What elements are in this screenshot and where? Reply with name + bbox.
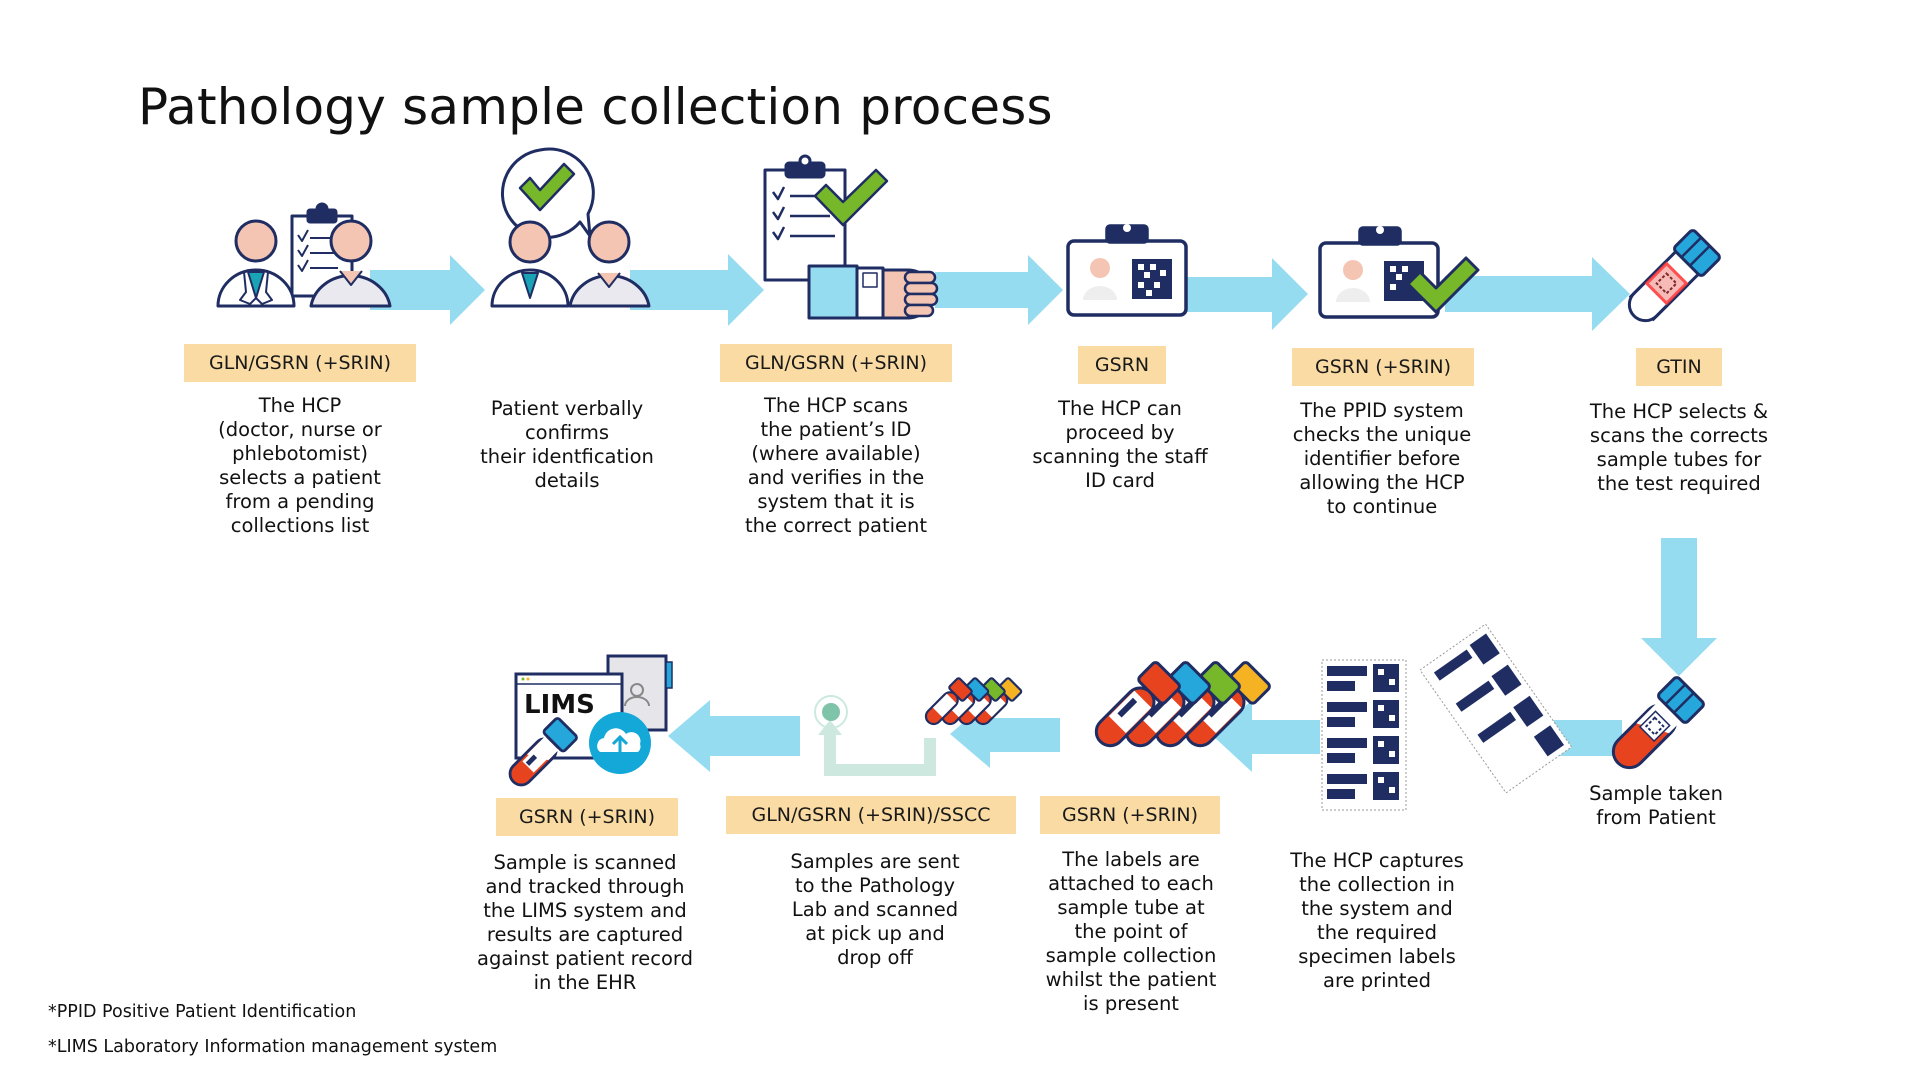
lims-icon-text: LIMS <box>524 690 595 720</box>
arrow-5-6 <box>1445 257 1630 331</box>
arrow-4-5 <box>1185 258 1308 330</box>
clipboard-wristband-icon <box>763 154 939 320</box>
footnote-ppid: *PPID Positive Patient Identification <box>48 1002 357 1022</box>
step-9-tag: GSRN (+SRIN) <box>1040 796 1220 834</box>
step-5-tag: GSRN (+SRIN) <box>1292 348 1474 386</box>
arrow-3-4 <box>935 255 1063 325</box>
labelled-tubes-icon <box>1094 661 1271 748</box>
hcp-patient-clipboard-icon <box>216 202 392 308</box>
specimen-labels-icon <box>1321 623 1573 811</box>
staff-id-card-icon <box>1066 224 1188 317</box>
step-4-tag: GSRN <box>1078 346 1166 384</box>
id-card-check-icon <box>1318 226 1480 319</box>
step-3-tag: GLN/GSRN (+SRIN) <box>720 344 952 382</box>
arrow-10-11 <box>668 700 800 772</box>
speech-bubble-check-icon <box>490 147 651 308</box>
arrow-6-7 <box>1641 538 1717 676</box>
page-title: Pathology sample collection process <box>138 78 1053 136</box>
step-10-tag: GLN/GSRN (+SRIN)/SSCC <box>726 796 1016 834</box>
step-6-tag: GTIN <box>1636 348 1722 386</box>
arrow-8-9 <box>1213 700 1320 772</box>
empty-tube-scan-icon <box>1627 229 1721 323</box>
arrow-1-2 <box>370 255 485 325</box>
filled-tube-icon <box>1611 676 1705 770</box>
footnote-lims: *LIMS Laboratory Information management … <box>48 1037 498 1057</box>
step-1-tag: GLN/GSRN (+SRIN) <box>184 344 416 382</box>
step-11-tag: GSRN (+SRIN) <box>496 798 678 836</box>
lims-upload-icon <box>508 654 673 787</box>
arrow-2-3 <box>630 254 764 326</box>
tubes-transport-icon <box>814 677 1023 776</box>
